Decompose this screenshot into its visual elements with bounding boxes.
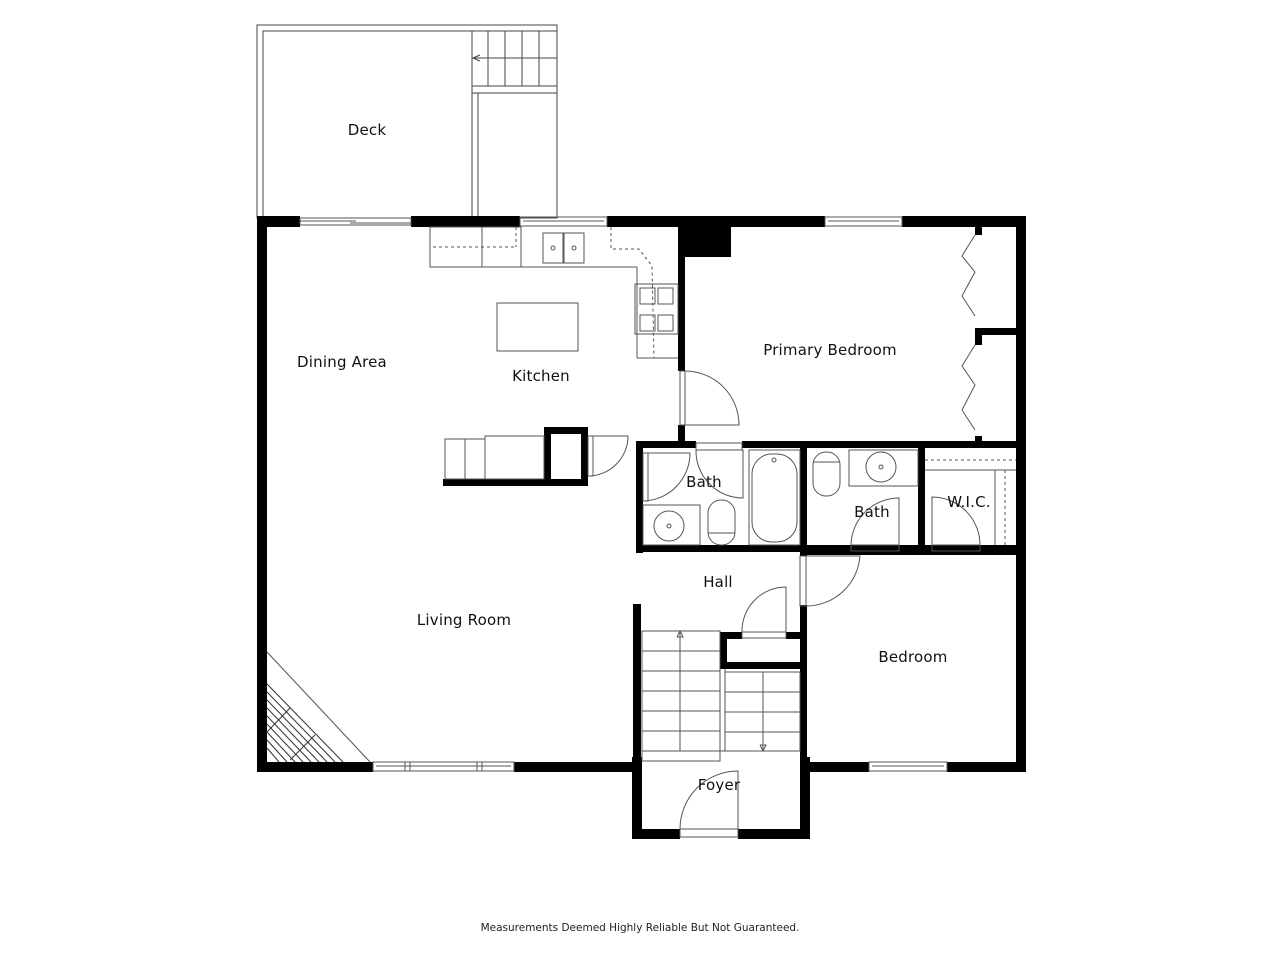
room-label-bath-2: Bath xyxy=(854,503,890,521)
room-label-foyer: Foyer xyxy=(697,776,741,794)
room-label-hall: Hall xyxy=(703,573,733,591)
room-label-dining-area: Dining Area xyxy=(297,353,387,371)
room-label-living-room: Living Room xyxy=(416,611,512,629)
room-label-bath-1: Bath xyxy=(686,473,722,491)
room-label-bedroom: Bedroom xyxy=(878,648,948,666)
room-label-deck: Deck xyxy=(347,121,387,139)
room-label-wic: W.I.C. xyxy=(947,493,991,511)
deck-outline xyxy=(256,24,558,219)
disclaimer-text: Measurements Deemed Highly Reliable But … xyxy=(480,922,800,934)
room-label-kitchen: Kitchen xyxy=(512,367,570,385)
walls xyxy=(257,216,1026,839)
room-label-primary-bedroom: Primary Bedroom xyxy=(763,341,897,359)
